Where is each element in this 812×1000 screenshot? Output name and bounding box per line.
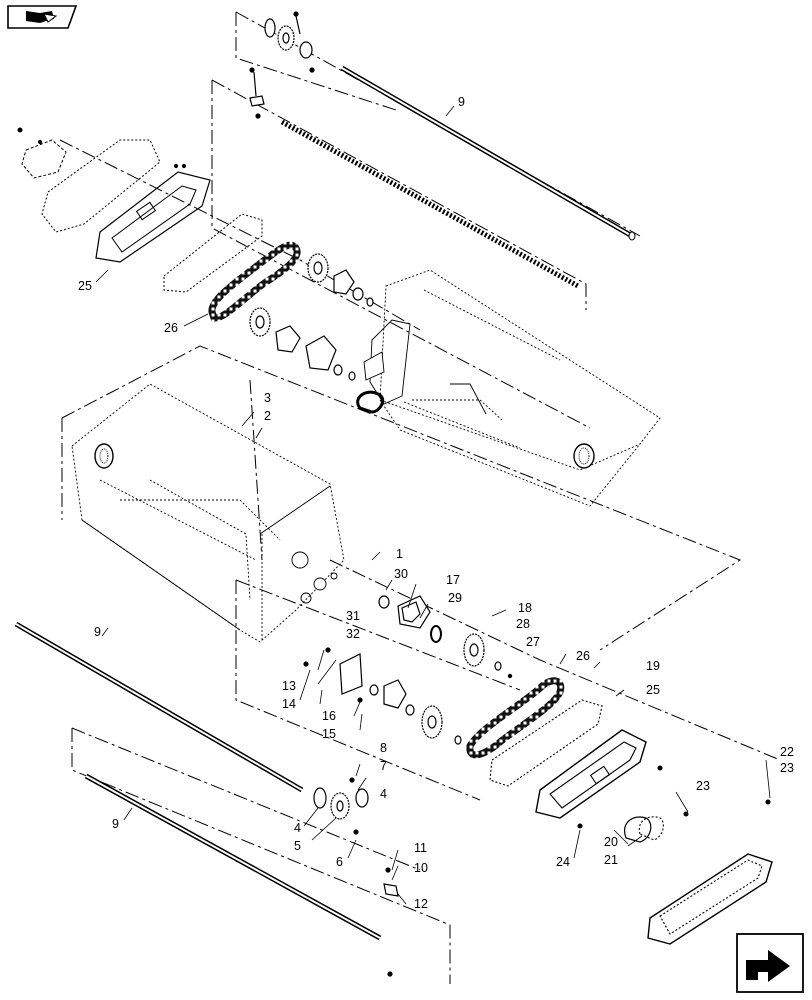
callout-19: 19 — [646, 659, 660, 673]
callout-17: 17 — [446, 573, 460, 587]
callout-31: 31 — [346, 609, 360, 623]
callout-9-top: 9 — [458, 95, 465, 109]
callout-14: 14 — [282, 697, 296, 711]
callout-3: 3 — [264, 391, 271, 405]
leader-lines — [95, 105, 771, 905]
shaft-upper-dotted — [280, 119, 580, 289]
callout-24: 24 — [556, 855, 570, 869]
callout-26-top: 26 — [164, 321, 178, 335]
shaft-middle — [14, 621, 304, 793]
shaft-top — [340, 65, 636, 241]
callout-4-left: 4 — [294, 821, 301, 835]
lower-cover-group — [489, 699, 773, 945]
lower-drive-group — [303, 595, 513, 745]
callout-9-bottom: 9 — [112, 817, 119, 831]
callout-27: 27 — [526, 635, 540, 649]
callout-7: 7 — [380, 759, 387, 773]
callout-8: 8 — [380, 741, 387, 755]
callout-20: 20 — [604, 835, 618, 849]
callout-16: 16 — [322, 709, 336, 723]
callout-32: 32 — [346, 627, 360, 641]
callout-9-middle: 9 — [94, 625, 101, 639]
callout-labels: 9 25 26 3 2 1 30 17 29 18 28 27 31 32 26… — [78, 95, 794, 911]
callout-5: 5 — [294, 839, 301, 853]
callout-26-bottom: 26 — [576, 649, 590, 663]
next-page-button[interactable] — [736, 933, 804, 993]
book-nav-button[interactable] — [7, 5, 78, 29]
shaft-bottom — [84, 773, 382, 941]
callout-2: 2 — [264, 409, 271, 423]
right-housing — [356, 269, 661, 507]
callout-23-right: 23 — [780, 761, 794, 775]
upper-cover-group — [17, 127, 263, 293]
lower-chain — [466, 677, 565, 759]
book-icon — [26, 11, 58, 23]
callout-1: 1 — [396, 547, 403, 561]
callout-13: 13 — [282, 679, 296, 693]
callout-4-right: 4 — [380, 787, 387, 801]
top-gear-cluster — [249, 11, 315, 119]
callout-12: 12 — [414, 897, 428, 911]
callout-25-top: 25 — [78, 279, 92, 293]
callout-29: 29 — [448, 591, 462, 605]
callout-25-bottom: 25 — [646, 683, 660, 697]
callout-11: 11 — [414, 841, 427, 855]
lower-gear-cluster — [313, 777, 399, 977]
callout-28: 28 — [516, 617, 530, 631]
callout-18: 18 — [518, 601, 532, 615]
upper-chain — [208, 241, 301, 322]
callout-22: 22 — [780, 745, 794, 759]
callout-23-left: 23 — [696, 779, 710, 793]
callout-6: 6 — [336, 855, 343, 869]
callout-30: 30 — [394, 567, 408, 581]
callout-15: 15 — [322, 727, 336, 741]
next-arrow-icon — [746, 950, 790, 982]
dashed-envelopes — [59, 11, 781, 984]
callout-21: 21 — [604, 853, 618, 867]
callout-10: 10 — [414, 861, 428, 875]
upper-sprockets — [249, 253, 374, 381]
left-housing — [71, 383, 345, 643]
